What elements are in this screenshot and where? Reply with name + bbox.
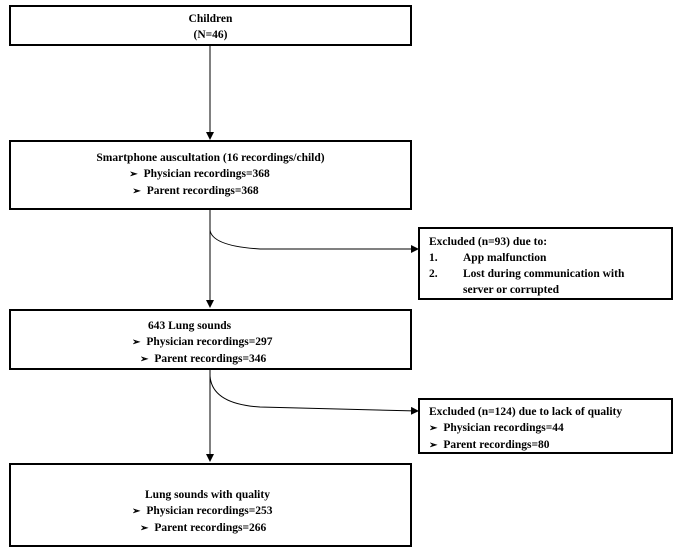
lung-sounds-item-label: Parent recordings=346 xyxy=(154,353,267,365)
arrow-to-excluded-quality xyxy=(209,375,419,415)
lung-sounds-item: ➢ Parent recordings=346 xyxy=(11,351,410,368)
excluded-reason-number: 2. xyxy=(429,268,438,280)
auscultation-item: ➢ Physician recordings=368 xyxy=(0,166,410,183)
quality-item-label: Parent recordings=266 xyxy=(154,522,267,534)
excluded-quality-item: ➢ Physician recordings=44 xyxy=(429,420,671,437)
bullet-arrow-icon: ➢ xyxy=(429,423,438,434)
excluded-malfunction-box: Excluded (n=93) due to: 1. App malfunctio… xyxy=(418,227,673,300)
excluded-quality-title: Excluded (n=124) due to lack of quality xyxy=(429,406,623,418)
children-box: Children (N=46) xyxy=(9,5,412,46)
excluded-reason-text: Lost during communication with xyxy=(463,268,625,280)
quality-box: Lung sounds with quality ➢ Physician reco… xyxy=(9,463,412,547)
bullet-arrow-icon: ➢ xyxy=(132,506,141,517)
quality-item: ➢ Parent recordings=266 xyxy=(11,520,410,537)
auscultation-title: Smartphone auscultation (16 recordings/c… xyxy=(96,152,325,164)
excluded-quality-item-label: Parent recordings=80 xyxy=(443,439,550,451)
auscultation-item-label: Parent recordings=368 xyxy=(146,185,259,197)
excluded-malfunction-title: Excluded (n=93) due to: xyxy=(429,236,548,248)
arrow-to-excluded-malfunction xyxy=(209,229,419,253)
bullet-arrow-icon: ➢ xyxy=(140,354,149,365)
bullet-arrow-icon: ➢ xyxy=(429,440,438,451)
bullet-arrow-icon: ➢ xyxy=(132,337,141,348)
excluded-quality-item: ➢ Parent recordings=80 xyxy=(429,437,671,454)
bullet-arrow-icon: ➢ xyxy=(129,169,138,180)
auscultation-item: ➢ Parent recordings=368 xyxy=(0,183,410,200)
quality-title: Lung sounds with quality xyxy=(145,489,270,501)
lung-sounds-box: 643 Lung sounds ➢ Physician recordings=29… xyxy=(9,309,412,370)
children-title: Children xyxy=(188,13,233,25)
excluded-reason-text: App malfunction xyxy=(463,252,547,264)
excluded-reason-continuation: server or corrupted xyxy=(463,284,560,296)
excluded-quality-box: Excluded (n=124) due to lack of quality … xyxy=(418,398,673,454)
auscultation-item-label: Physician recordings=368 xyxy=(143,168,270,180)
excluded-reason-item: 2. Lost during communication with xyxy=(429,266,671,282)
excluded-reason-item: 1. App malfunction xyxy=(429,250,671,266)
excluded-reason-number: 1. xyxy=(429,252,438,264)
children-count: (N=46) xyxy=(193,29,228,41)
auscultation-box: Smartphone auscultation (16 recordings/c… xyxy=(9,140,412,210)
quality-item-label: Physician recordings=253 xyxy=(146,505,273,517)
lung-sounds-item-label: Physician recordings=297 xyxy=(146,336,273,348)
bullet-arrow-icon: ➢ xyxy=(132,186,141,197)
excluded-quality-item-label: Physician recordings=44 xyxy=(443,422,564,434)
lung-sounds-item: ➢ Physician recordings=297 xyxy=(11,334,410,351)
lung-sounds-title: 643 Lung sounds xyxy=(148,320,232,332)
quality-item: ➢ Physician recordings=253 xyxy=(11,503,410,520)
bullet-arrow-icon: ➢ xyxy=(140,523,149,534)
